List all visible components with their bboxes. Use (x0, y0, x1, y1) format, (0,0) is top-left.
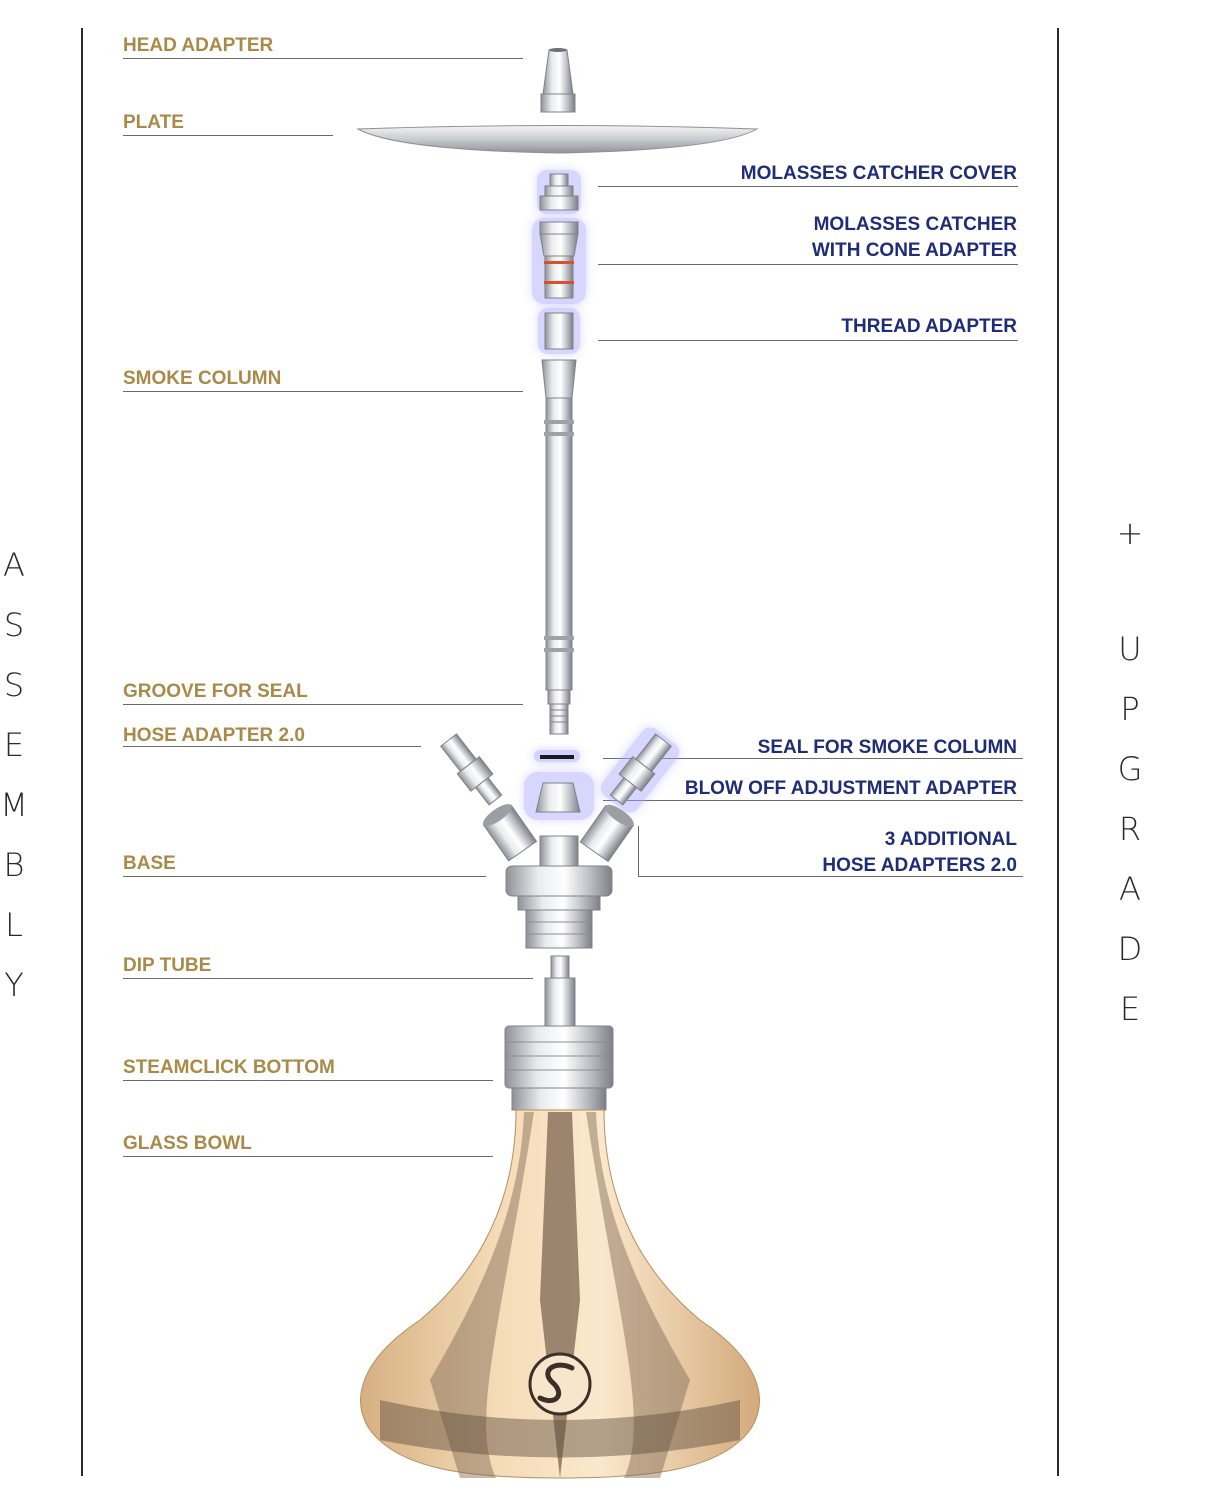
label-additional-hose-line2: HOSE ADAPTERS 2.0 (822, 855, 1017, 876)
steamclick-bottom-part (504, 1025, 614, 1111)
upgrade-letter: E (1119, 990, 1141, 1028)
head-adapter-part (540, 48, 576, 113)
label-smoke-column: SMOKE COLUMN (123, 368, 282, 389)
assembly-letter: Y (4, 966, 24, 1004)
label-molasses-catcher-line1: MOLASSES CATCHER (813, 214, 1017, 235)
label-blow-off-adjustment-adapter: BLOW OFF ADJUSTMENT ADAPTER (684, 778, 1017, 799)
glass-bowl-part (360, 1109, 760, 1479)
plate-part (356, 125, 759, 154)
label-dip-tube: DIP TUBE (123, 955, 212, 976)
leader-dip-tube (123, 978, 533, 979)
upgrade-letter: U (1118, 630, 1142, 668)
label-steamclick-bottom: STEAMCLICK BOTTOM (123, 1057, 335, 1078)
label-head-adapter: HEAD ADAPTER (123, 35, 274, 56)
label-glass-bowl: GLASS BOWL (123, 1133, 252, 1154)
label-base: BASE (123, 853, 176, 874)
leader-molasses-catcher-cover (598, 186, 1018, 187)
assembly-vertical-text: A S S E M B L Y (0, 535, 28, 1015)
hose-adapter-left-part (440, 733, 503, 806)
leader-head-adapter (123, 58, 523, 59)
assembly-letter: A (3, 546, 25, 584)
leader-additional-hose-adapters-vertical (638, 826, 639, 876)
leader-plate (123, 135, 333, 136)
upgrade-letter: A (1119, 870, 1141, 908)
assembly-letter: S (3, 606, 25, 644)
leader-glass-bowl (123, 1156, 493, 1157)
leader-thread-adapter (598, 340, 1018, 341)
assembly-letter: M (0, 786, 28, 824)
label-molasses-catcher-cover: MOLASSES CATCHER COVER (740, 163, 1017, 184)
upgrade-vertical-text: + U P G R A D E (1112, 503, 1148, 1039)
steamulation-logo-icon (528, 1352, 592, 1416)
blow-off-adapter-part (524, 772, 594, 820)
seal-part (534, 750, 580, 762)
smoke-column-part (541, 359, 577, 735)
molasses-catcher-cover-part (537, 170, 581, 214)
label-groove-for-seal: GROOVE FOR SEAL (123, 681, 308, 702)
assembly-letter: L (5, 906, 23, 944)
label-thread-adapter: THREAD ADAPTER (841, 316, 1017, 337)
thread-adapter-part (538, 308, 580, 354)
label-hose-adapter: HOSE ADAPTER 2.0 (123, 725, 305, 746)
leader-hose-adapter (123, 746, 421, 747)
leader-seal-for-smoke-column (603, 758, 1023, 759)
leader-additional-hose-adapters (638, 876, 1023, 877)
assembly-letter: E (3, 726, 25, 764)
assembly-letter: S (3, 666, 25, 704)
upgrade-plus-sign: + (1116, 514, 1144, 552)
label-plate: PLATE (123, 112, 184, 133)
upgrade-letter: G (1117, 750, 1143, 788)
left-border-line (81, 28, 83, 1476)
right-border-line (1057, 28, 1059, 1476)
label-seal-for-smoke-column: SEAL FOR SMOKE COLUMN (757, 737, 1017, 758)
molasses-catcher-part (532, 218, 586, 304)
leader-molasses-catcher (598, 264, 1018, 265)
leader-steamclick-bottom (123, 1080, 493, 1081)
assembly-letter: B (3, 846, 25, 884)
hose-adapter-right-part (600, 727, 680, 813)
label-molasses-catcher-line2: WITH CONE ADAPTER (811, 240, 1017, 261)
leader-smoke-column (123, 391, 523, 392)
label-additional-hose-line1: 3 ADDITIONAL (884, 829, 1017, 850)
upgrade-letter: R (1118, 810, 1142, 848)
upgrade-letter: D (1117, 930, 1143, 968)
base-part (482, 804, 635, 949)
leader-groove-for-seal (123, 704, 523, 705)
leader-blow-off-adjustment-adapter (603, 800, 1023, 801)
leader-base (123, 876, 486, 877)
dip-tube-part (544, 955, 576, 1027)
upgrade-letter: P (1120, 690, 1140, 728)
